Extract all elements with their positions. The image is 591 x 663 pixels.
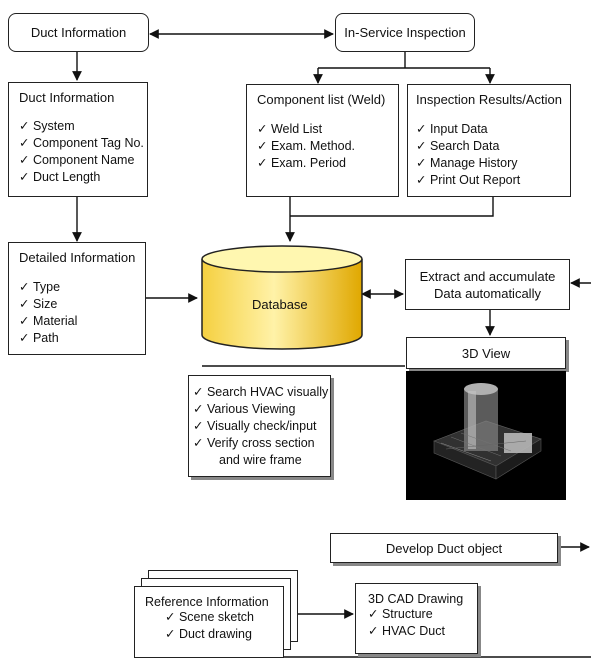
reference-information-list: Scene sketch Duct drawing (145, 609, 283, 643)
list-item: Various Viewing (193, 401, 330, 418)
database-cylinder (201, 245, 363, 350)
list-item: HVAC Duct (368, 623, 477, 640)
component-list-box: Component list (Weld) Weld List Exam. Me… (246, 84, 399, 197)
list-item: Manage History (416, 155, 570, 172)
detailed-information-title: Detailed Information (19, 250, 136, 265)
develop-duct-object-label: Develop Duct object (385, 540, 503, 556)
in-service-inspection-label: In-Service Inspection (344, 25, 466, 40)
list-item: Search HVAC visually (193, 384, 330, 401)
list-item: Component Name (19, 152, 147, 169)
reference-information-title: Reference Information (145, 595, 269, 609)
component-list-title: Component list (Weld) (257, 92, 386, 107)
list-item: Duct drawing (165, 626, 283, 643)
duct-information-header: Duct Information (8, 13, 149, 52)
3d-cad-drawing-title: 3D CAD Drawing (368, 592, 464, 606)
list-item: Path (19, 330, 145, 347)
list-item: System (19, 118, 147, 135)
inspection-results-box: Inspection Results/Action Input Data Sea… (407, 84, 571, 197)
3d-cad-drawing-list: Structure HVAC Duct (368, 606, 477, 640)
list-item: Structure (368, 606, 477, 623)
duct-information-list: System Component Tag No. Component Name … (19, 118, 147, 186)
list-item: Size (19, 296, 145, 313)
hvac-features-box: Search HVAC visually Various Viewing Vis… (188, 375, 331, 477)
list-item: Visually check/input (193, 418, 330, 435)
list-item-continuation: and wire frame (219, 453, 302, 467)
list-item: Duct Length (19, 169, 147, 186)
detailed-information-list: Type Size Material Path (19, 279, 145, 347)
inspection-results-title: Inspection Results/Action (416, 92, 562, 107)
list-item: Search Data (416, 138, 570, 155)
list-item: Type (19, 279, 145, 296)
hvac-features-list: Search HVAC visually Various Viewing Vis… (193, 384, 330, 469)
3d-cad-drawing-box: 3D CAD Drawing Structure HVAC Duct (355, 583, 478, 654)
detailed-information-box: Detailed Information Type Size Material … (8, 242, 146, 355)
component-list-items: Weld List Exam. Method. Exam. Period (257, 121, 398, 172)
extract-data-box: Extract and accumulate Data automaticall… (405, 259, 570, 310)
develop-duct-object-box: Develop Duct object (330, 533, 558, 563)
extract-line-1: Extract and accumulate (419, 268, 556, 284)
3d-view-box: 3D View (406, 337, 566, 369)
line-inspection-db (290, 197, 494, 217)
in-service-inspection-header: In-Service Inspection (335, 13, 475, 52)
list-item: Scene sketch (165, 609, 283, 626)
3d-render-image (406, 371, 566, 500)
inspection-results-list: Input Data Search Data Manage History Pr… (416, 121, 570, 189)
list-item: Exam. Period (257, 155, 398, 172)
database-label: Database (252, 297, 308, 312)
list-item: Verify cross section (193, 435, 330, 452)
duct-information-title: Duct Information (19, 90, 115, 105)
list-item: Print Out Report (416, 172, 570, 189)
duct-information-box: Duct Information System Component Tag No… (8, 82, 148, 197)
list-item: Component Tag No. (19, 135, 147, 152)
list-item: Exam. Method. (257, 138, 398, 155)
extract-line-2: Data automatically (434, 285, 541, 301)
3d-view-label: 3D View (461, 345, 511, 361)
duct-information-header-label: Duct Information (30, 25, 127, 40)
hvac-model-render (433, 383, 542, 480)
reference-information-box: Reference Information Scene sketch Duct … (134, 586, 284, 658)
list-item: Weld List (257, 121, 398, 138)
list-item: Material (19, 313, 145, 330)
list-item: Input Data (416, 121, 570, 138)
